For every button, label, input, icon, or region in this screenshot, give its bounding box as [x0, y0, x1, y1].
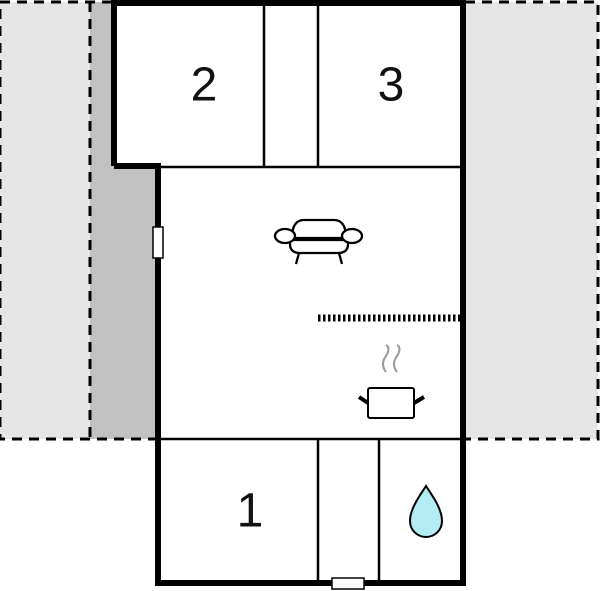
room-label-3: 3	[378, 59, 405, 112]
cooking-pot-icon	[357, 344, 426, 419]
terrace-right	[465, 0, 600, 441]
side-window	[152, 226, 164, 259]
room-label-2: 2	[191, 59, 218, 112]
room-label-1: 1	[237, 485, 264, 538]
entrance-door	[331, 577, 365, 590]
exterior-wall	[111, 0, 466, 586]
interior-walls	[158, 3, 463, 583]
water-drop-icon	[408, 484, 444, 538]
house-interior	[114, 3, 463, 583]
sofa-icon	[273, 218, 364, 265]
